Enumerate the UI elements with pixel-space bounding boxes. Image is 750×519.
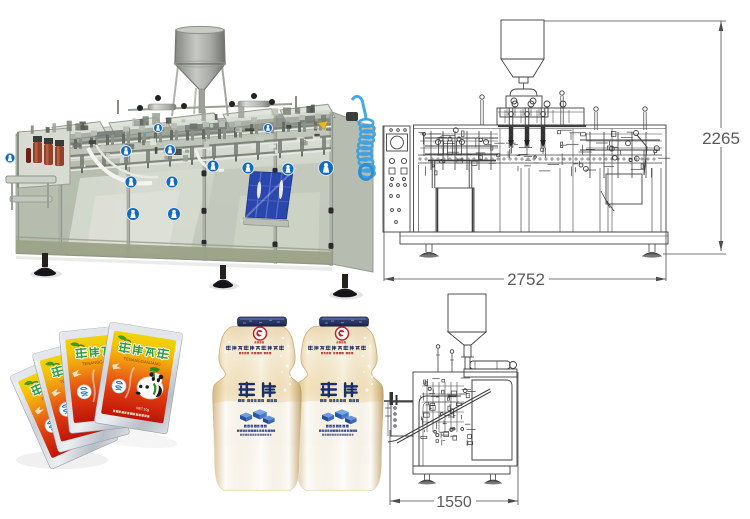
svg-text:TENANGGANJANG: TENANGGANJANG bbox=[123, 356, 161, 367]
svg-text:2265: 2265 bbox=[702, 129, 740, 148]
svg-text:2752: 2752 bbox=[507, 270, 545, 289]
svg-text:1550: 1550 bbox=[436, 494, 472, 511]
svg-text:TENANGGAN: TENANGGAN bbox=[82, 359, 109, 367]
svg-text:NET:10g: NET:10g bbox=[136, 406, 150, 412]
